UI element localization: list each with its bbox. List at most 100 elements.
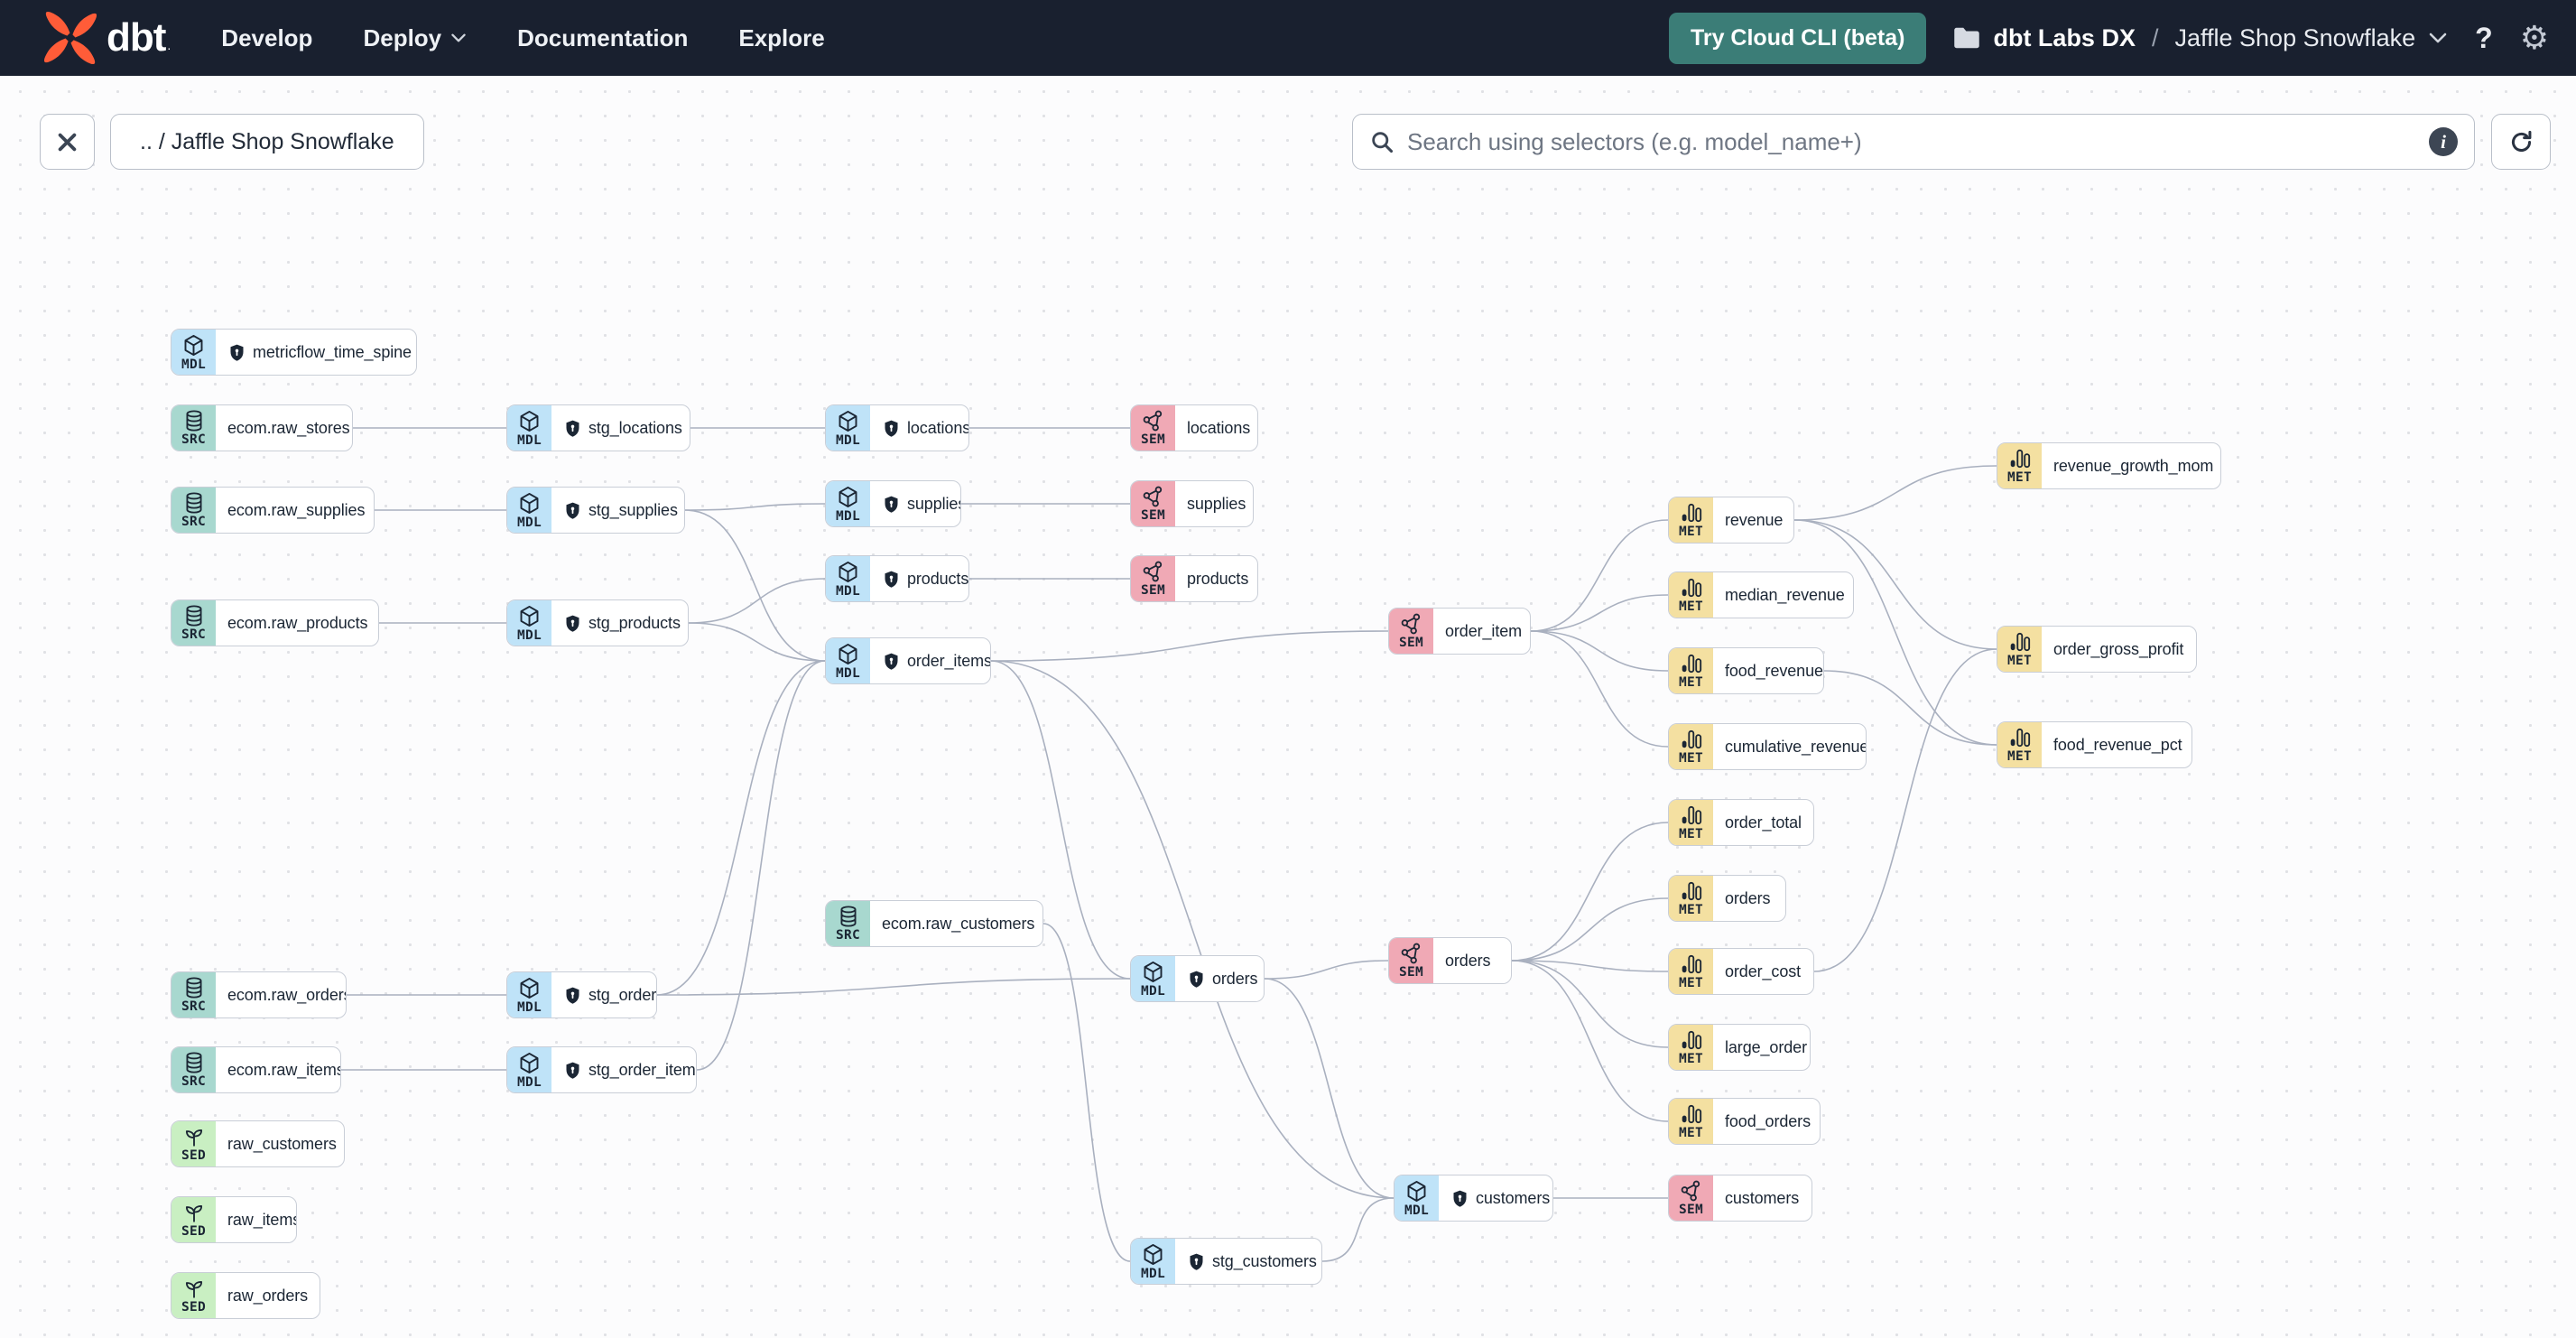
try-cloud-cli-button[interactable]: Try Cloud CLI (beta) — [1668, 12, 1927, 64]
nav-item-deploy[interactable]: Deploy — [363, 24, 467, 52]
refresh-icon — [2511, 130, 2531, 152]
chevron-down-icon[interactable] — [2428, 32, 2448, 44]
help-button[interactable]: ? — [2475, 21, 2493, 54]
node-label: metricflow_time_spine — [216, 330, 416, 375]
node-label: products — [1187, 569, 1249, 588]
account-breadcrumb[interactable]: dbt Labs DX / Jaffle Shop Snowflake — [1953, 24, 2448, 52]
account-name[interactable]: dbt Labs DX — [1993, 23, 2136, 51]
share-network-icon — [1400, 612, 1423, 636]
cube-icon — [836, 642, 860, 666]
refresh-lineage-button[interactable] — [2491, 114, 2551, 170]
node-type-badge: MET — [1669, 800, 1713, 845]
node-label: stg_products — [551, 600, 688, 646]
database-icon — [182, 409, 206, 432]
selector-search: i — [1352, 114, 2475, 170]
bar-chart-icon — [1680, 1028, 1703, 1052]
shield-lock-icon — [885, 571, 898, 588]
search-input[interactable] — [1407, 127, 2429, 156]
shield-lock-icon — [566, 420, 579, 437]
cube-icon — [517, 976, 542, 1000]
cube-icon — [836, 485, 860, 509]
nav-item-documentation[interactable]: Documentation — [517, 24, 688, 52]
cube-icon — [517, 1051, 542, 1075]
node-type-label: MDL — [516, 1074, 542, 1090]
database-icon — [182, 1051, 206, 1074]
node-type-badge: MET — [1669, 572, 1713, 618]
node-label: customers — [1439, 1175, 1552, 1221]
dbt-logo[interactable]: dbt . — [43, 11, 171, 65]
node-type-badge: MET — [1997, 443, 2042, 488]
database-icon — [182, 604, 206, 627]
node-label: order_gross_profit — [2053, 639, 2184, 658]
lineage-breadcrumb[interactable]: .. / Jaffle Shop Snowflake — [110, 114, 424, 170]
settings-gear-icon[interactable]: ⚙ — [2519, 19, 2549, 56]
nav-item-label: Documentation — [517, 23, 689, 51]
node-type-label: SEM — [1398, 636, 1424, 651]
bar-chart-icon — [2008, 630, 2032, 654]
node-type-label: SRC — [181, 432, 207, 448]
cube-icon — [1404, 1179, 1429, 1203]
node-type-badge: SED — [171, 1197, 216, 1242]
node-type-label: MDL — [516, 515, 542, 530]
lineage-canvas[interactable]: .. / Jaffle Shop Snowflake i MDLmetricfl… — [0, 76, 2576, 1338]
node-type-badge: MDL — [1395, 1175, 1439, 1221]
node-type-badge: MDL — [507, 1047, 551, 1092]
node-label: stg_locations — [551, 405, 690, 451]
node-type-badge: MET — [1997, 627, 2042, 672]
shield-lock-icon — [566, 502, 579, 519]
nav-item-develop[interactable]: Develop — [221, 24, 312, 52]
node-type-badge: SRC — [171, 972, 216, 1017]
close-lineage-button[interactable] — [40, 114, 95, 170]
nav-item-label: Deploy — [363, 23, 442, 51]
project-name[interactable]: Jaffle Shop Snowflake — [2174, 23, 2416, 51]
database-icon — [182, 491, 206, 515]
node-type-badge: SEM — [1389, 609, 1433, 654]
nav-item-explore[interactable]: Explore — [738, 24, 824, 52]
database-icon — [837, 905, 860, 928]
info-icon[interactable]: i — [2429, 127, 2458, 156]
cube-icon — [1141, 960, 1165, 984]
node-type-label: MET — [1678, 525, 1704, 540]
lineage-node-order_gross_profit[interactable]: MET order_gross_profit — [1997, 626, 2197, 673]
